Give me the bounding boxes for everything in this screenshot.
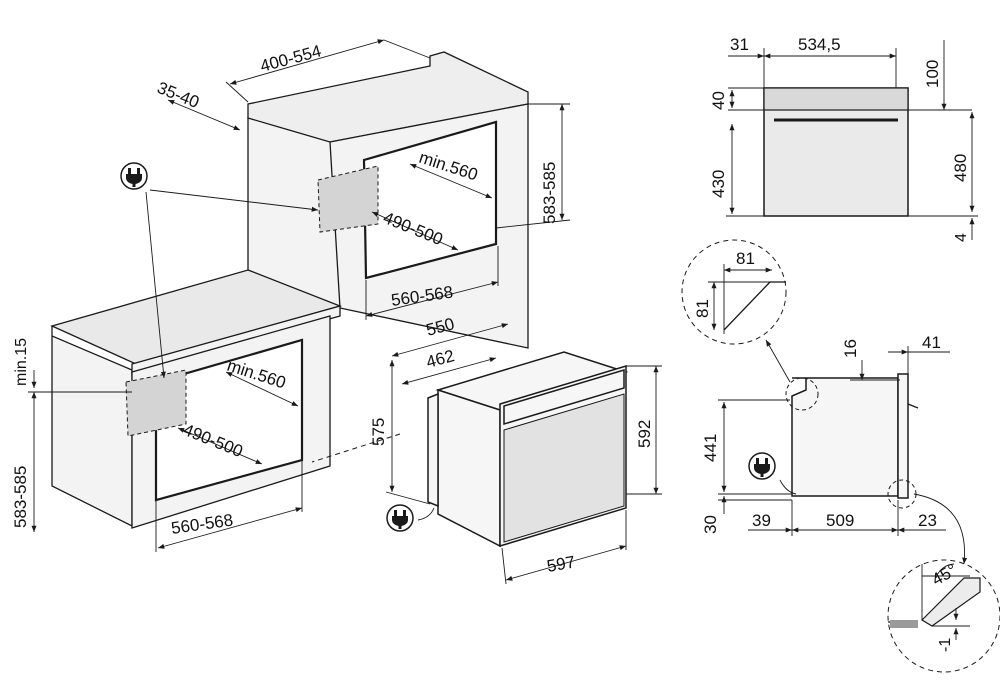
oven-control-panel xyxy=(503,368,625,426)
dim-base-min-gap: min.15 xyxy=(13,338,30,386)
oven-rear-frame xyxy=(427,392,439,508)
dim-front-door: 430 xyxy=(709,170,728,198)
side-view-door xyxy=(897,373,909,499)
dim-front-height: 480 xyxy=(951,154,970,182)
side-view-body xyxy=(791,377,899,497)
dim-front-panel: 40 xyxy=(709,91,728,110)
dim-front-width: 534,5 xyxy=(798,35,841,54)
dim-side-30: 30 xyxy=(701,515,720,534)
dim-oven-depth-body: 462 xyxy=(424,346,456,372)
dim-front-top: 100 xyxy=(923,60,942,88)
plug-icon xyxy=(386,504,414,532)
detail-top-chamfer xyxy=(681,239,787,345)
oven-side-view xyxy=(779,373,919,509)
base-electric-zone xyxy=(125,369,187,437)
plug-icon xyxy=(120,162,148,190)
dim-side-41: 41 xyxy=(922,333,941,352)
dim-side-23: 23 xyxy=(918,511,937,530)
dim-front-left: 31 xyxy=(730,35,749,54)
dim-side-441: 441 xyxy=(701,434,720,462)
dim-front-bottom: 4 xyxy=(953,233,970,242)
dim-base-height: 583-585 xyxy=(11,466,30,528)
dim-oven-width: 597 xyxy=(545,552,576,576)
side-view-cable xyxy=(779,479,797,495)
dim-oven-height-body: 575 xyxy=(369,418,388,446)
detail-door-bevel xyxy=(887,559,1000,673)
dim-side-16: 16 xyxy=(841,339,860,358)
oven-3d xyxy=(417,351,629,548)
dim-detail-w: 81 xyxy=(736,249,755,268)
column-top xyxy=(247,51,529,143)
dim-column-gap: 35-40 xyxy=(155,78,202,112)
oven-side xyxy=(437,388,501,548)
dim-side-39: 39 xyxy=(752,511,771,530)
oven-front-view xyxy=(763,87,909,217)
plug-icon xyxy=(748,452,776,480)
dim-detail-h: 81 xyxy=(693,299,712,318)
dim-column-depth: 400-554 xyxy=(258,41,323,76)
dim-oven-height-front: 592 xyxy=(635,420,654,448)
dim-side-509: 509 xyxy=(826,511,854,530)
dim-column-height: 583-585 xyxy=(540,162,559,224)
oven-cable xyxy=(417,507,435,521)
dim-detail-offset: -1 xyxy=(937,638,954,652)
base-unit xyxy=(50,269,343,529)
dim-base-width: 560-568 xyxy=(170,510,234,537)
oven-door xyxy=(503,393,625,543)
front-view-panel xyxy=(763,87,909,111)
